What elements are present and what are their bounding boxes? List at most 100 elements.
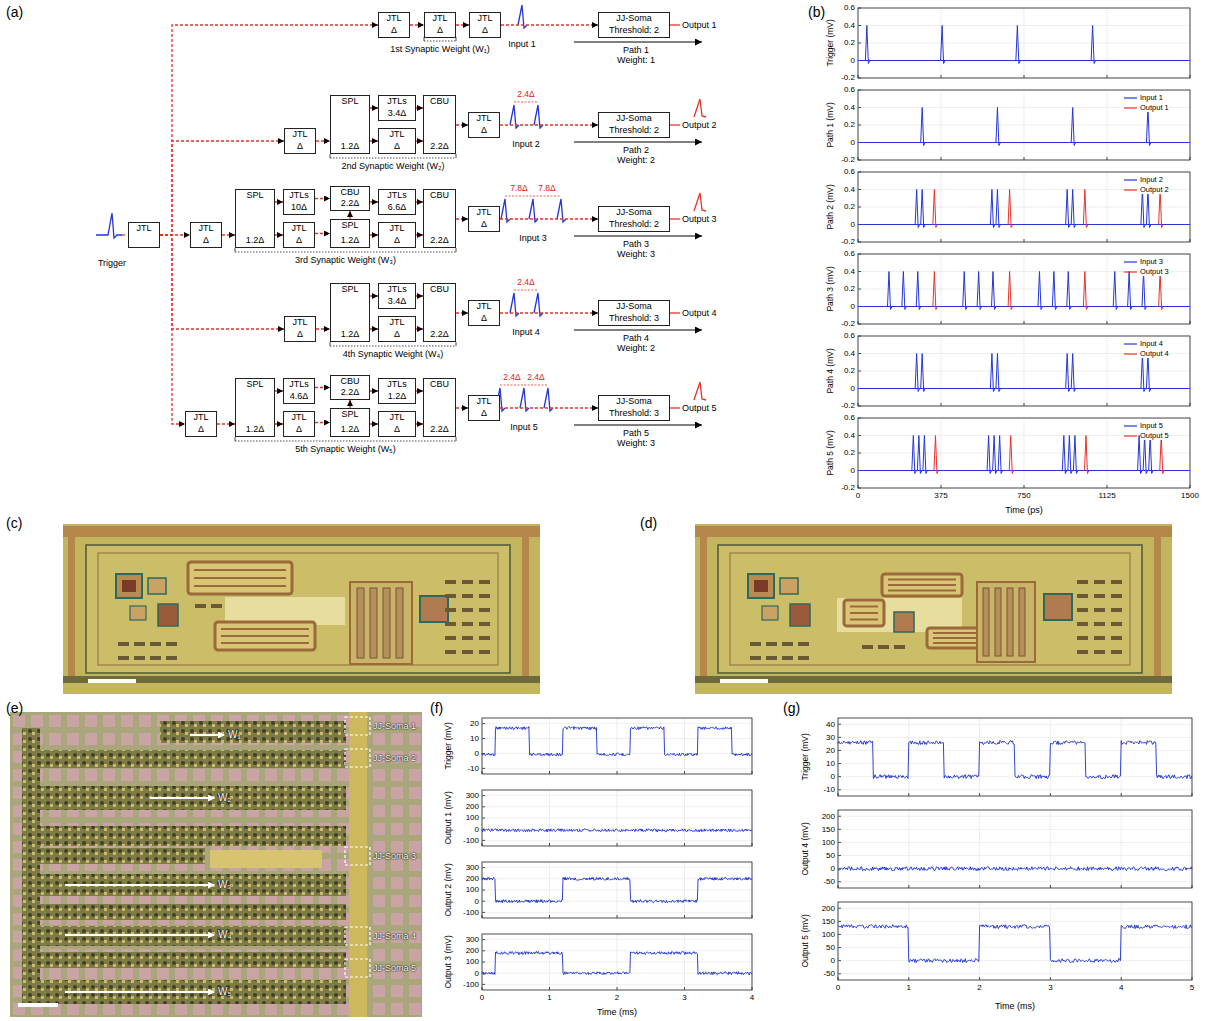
axis-title: Path 1 (mV) (826, 102, 836, 147)
circuit-row (160, 721, 346, 743)
signal-trace (838, 925, 1192, 963)
bracket (330, 154, 331, 158)
micrograph-part (754, 580, 768, 592)
tick-label: 3 (682, 993, 686, 1002)
tick (838, 789, 841, 790)
micrograph-part (221, 635, 309, 637)
connector (217, 423, 235, 424)
spike (934, 436, 939, 474)
output-line (670, 24, 680, 25)
spike (1146, 354, 1151, 392)
grid-line (838, 750, 1192, 751)
tick-label: 0.2 (844, 202, 855, 211)
tick (482, 984, 485, 985)
tick-label: 0 (475, 897, 479, 906)
tick (482, 950, 485, 951)
grid-line (838, 947, 1192, 948)
spike (921, 108, 926, 146)
block-label: JJ-Soma (616, 302, 652, 312)
block-label: Δ (198, 425, 204, 435)
micrograph-part (479, 580, 490, 584)
tick (979, 885, 980, 888)
tick (838, 973, 841, 974)
connector (416, 201, 423, 202)
weight-label: 1st Synaptic Weight (W₁) (390, 44, 489, 54)
spike (921, 354, 926, 392)
soma-tag: JJ-Soma 4 (373, 931, 416, 941)
circuit-block: JTLΔ (283, 411, 315, 437)
micrograph-part (700, 537, 707, 676)
tick (684, 843, 685, 846)
tick-label: 5 (1190, 983, 1194, 992)
micrograph-part (1094, 622, 1105, 626)
spike (1160, 436, 1165, 474)
circuit-block: JTLΔ (378, 128, 416, 154)
block-label: JJ-Soma (616, 208, 652, 218)
circuit-block: JTLΔ (378, 411, 416, 437)
spike (1141, 190, 1146, 228)
connector (501, 24, 598, 25)
circuit-block: SPL1.2Δ (235, 189, 275, 248)
spike (1141, 354, 1146, 392)
signal-name: Input 5 (510, 422, 538, 432)
micrograph-part (462, 622, 473, 626)
grid-line (858, 142, 1190, 143)
delay-marker (524, 385, 548, 386)
weight-arrow (190, 734, 224, 736)
legend-line (1124, 179, 1137, 180)
tick (1024, 239, 1025, 242)
tick (1024, 485, 1025, 488)
spike (1071, 190, 1076, 228)
micrograph-part (68, 537, 75, 676)
tick-label: 0 (831, 864, 835, 873)
connector (416, 390, 423, 391)
connector (410, 24, 424, 25)
micrograph-part (862, 645, 873, 649)
spike (1128, 272, 1133, 310)
grid-line (858, 306, 1190, 307)
signal-name: Input 1 (508, 39, 536, 49)
tick-label: 200 (466, 802, 479, 811)
block-label: JTLs (387, 97, 407, 107)
spike (933, 190, 938, 228)
circuit-block: JTLΔ (378, 12, 410, 38)
bracket (456, 437, 457, 441)
grid-line (1024, 254, 1025, 324)
block-label: Δ (481, 220, 487, 230)
circuit-block: JTLΔ (424, 12, 456, 38)
legend-text: Output 3 (1140, 268, 1169, 277)
block-label: JTL (389, 224, 404, 234)
path-arrow (574, 425, 702, 426)
legend-line (1124, 343, 1137, 344)
tick (838, 776, 841, 777)
block-label: Threshold: 2 (609, 126, 659, 136)
weight-arrow (65, 991, 214, 993)
axis-title: Time (ps) (1005, 505, 1043, 515)
tick (1107, 485, 1108, 488)
tick (941, 403, 942, 406)
tick-label: 0.4 (844, 103, 855, 112)
micrograph-part (195, 604, 206, 608)
micrograph-part (1077, 636, 1088, 640)
micrograph-part (894, 612, 914, 632)
micrograph-part (1094, 580, 1105, 584)
legend-line (1124, 97, 1137, 98)
tick-label: 750 (1017, 491, 1030, 500)
soma-tag: JJ-Soma 3 (373, 851, 416, 861)
micrograph-part (445, 594, 456, 598)
micrograph-part (1077, 650, 1088, 654)
block-label: JTL (291, 224, 306, 234)
tick-label: 100 (822, 838, 835, 847)
spike (933, 272, 938, 310)
connector (456, 407, 468, 408)
legend-line (1124, 107, 1137, 108)
block-label: Δ (481, 314, 487, 324)
connector (349, 400, 350, 408)
tick (838, 855, 841, 856)
output-line (670, 124, 680, 125)
circuit-block: JTLΔ (190, 222, 222, 248)
tick-label: 0 (851, 138, 855, 147)
chip-photo (10, 712, 422, 1017)
block-label: Δ (391, 26, 397, 36)
spike (1149, 436, 1154, 474)
